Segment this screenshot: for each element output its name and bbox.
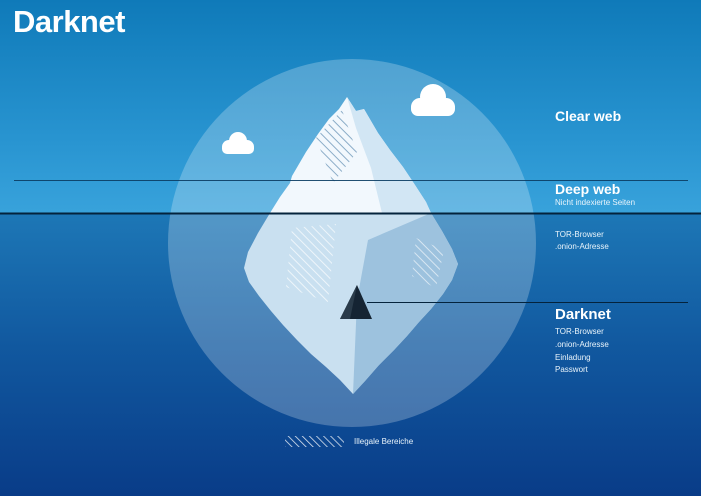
legend-hatch-swatch: [285, 436, 344, 447]
darknet-item: .onion-Adresse: [555, 339, 609, 349]
darknet-item-list: TOR-Browser .onion-Adresse Einladung Pas…: [555, 326, 609, 377]
cave-entrance: [340, 285, 372, 319]
iceberg-tip: [270, 97, 431, 213]
hatch-underwater-right: [412, 238, 444, 288]
hatch-underwater-left: [286, 224, 336, 302]
cloud-right-icon: [411, 84, 455, 116]
deepweb-item: TOR-Browser: [555, 230, 604, 239]
hatch-tip: [316, 110, 357, 183]
deepweb-sublabel: Nicht indexierte Seiten: [555, 198, 636, 207]
deepweb-label: Deep web: [555, 181, 621, 197]
cloud-left-icon: [222, 132, 254, 154]
darknet-label: Darknet: [555, 306, 611, 323]
clearweb-label: Clear web: [555, 108, 622, 124]
darknet-item: Passwort: [555, 365, 588, 375]
deepweb-item: .onion-Adresse: [555, 241, 609, 251]
darknet-item: Einladung: [555, 352, 591, 362]
page-title: Darknet: [13, 4, 125, 39]
legend-label: Illegale Bereiche: [354, 437, 414, 446]
darknet-item: TOR-Browser: [555, 327, 604, 336]
deepweb-item-list: TOR-Browser .onion-Adresse: [555, 229, 609, 252]
